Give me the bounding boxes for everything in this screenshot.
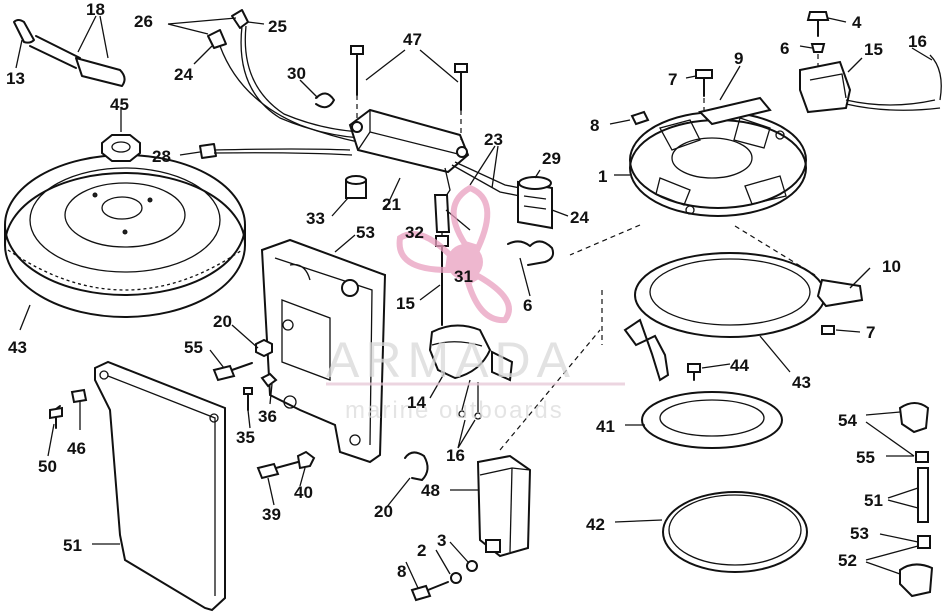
callout: 33 [306,209,325,228]
callout: 50 [38,457,57,476]
callout: 45 [110,95,129,114]
callout: 6 [523,296,532,315]
callout: 24 [174,65,193,84]
callout: 20 [213,312,232,331]
callout: 42 [586,515,605,534]
callout: 43 [792,373,811,392]
retaining-ring [662,491,808,573]
callout: 7 [668,70,677,89]
callout: 15 [396,294,415,313]
callout: 40 [294,483,313,502]
callout: 29 [542,149,561,168]
mounting-bracket [260,238,387,464]
flywheel [4,154,246,318]
callout: 52 [838,551,857,570]
callout: 51 [864,491,883,510]
callout: 18 [86,0,105,19]
callout: 35 [236,428,255,447]
callout: 15 [864,40,883,59]
callout: 39 [262,505,281,524]
callout: 6 [780,39,789,58]
callout: 9 [734,49,743,68]
callout: 54 [838,411,857,430]
harness-connector [517,176,553,230]
ignition-module [348,108,521,206]
callout: 16 [446,446,465,465]
coil-clamp [404,451,429,481]
timer-base-sensor [799,54,942,114]
watermark-tagline: marine outboards [345,397,564,424]
callout: 21 [382,195,401,214]
rectifier [410,454,532,602]
fuel-hose-set [13,19,126,87]
spacer [345,175,367,199]
callout: 51 [63,536,82,555]
fitting-set [898,402,934,598]
callout: 26 [134,12,153,31]
callout: 8 [590,116,599,135]
callout: 2 [417,541,426,560]
callout-numbers: 18 13 45 26 25 24 28 30 47 21 33 23 29 2… [6,0,927,581]
callout: 16 [908,32,927,51]
callout: 53 [850,524,869,543]
callout: 30 [287,64,306,83]
plate-fasteners [630,11,835,335]
callout: 31 [454,267,473,286]
callout: 55 [184,338,203,357]
callout: 32 [405,223,424,242]
callout: 24 [570,208,589,227]
callout: 53 [356,223,375,242]
callout: 36 [258,407,277,426]
callout: 47 [403,30,422,49]
steel-ring [641,363,783,449]
callout: 13 [6,69,25,88]
callout: 8 [397,562,406,581]
assembly-lines [499,224,816,451]
wire-clip [507,240,555,266]
armature-plate [629,80,807,217]
flywheel-nut [101,134,141,162]
callout: 46 [67,439,86,458]
callout: 3 [437,531,446,550]
watermark: ARMADA marine outboards [326,184,625,424]
callout: 44 [730,356,749,375]
module-screws [350,45,468,140]
callout: 23 [484,130,503,149]
callout: 1 [598,167,607,186]
callout: 10 [882,257,901,276]
leader-lines [15,15,933,589]
callout: 43 [8,338,27,357]
callout: 20 [374,502,393,521]
fastener-set-left [49,338,316,480]
callout: 25 [268,17,287,36]
callout: 7 [866,323,875,342]
callout: 14 [407,393,426,412]
bracket-cover [94,360,226,612]
callout: 48 [421,481,440,500]
callout: 41 [596,417,615,436]
watermark-brand: ARMADA [326,332,576,388]
callout: 4 [852,13,862,32]
callout: 55 [856,448,875,467]
propeller-logo-icon [396,184,512,324]
ignition-coil [428,235,514,420]
callout: 28 [152,147,171,166]
wiring-harness [199,9,363,159]
